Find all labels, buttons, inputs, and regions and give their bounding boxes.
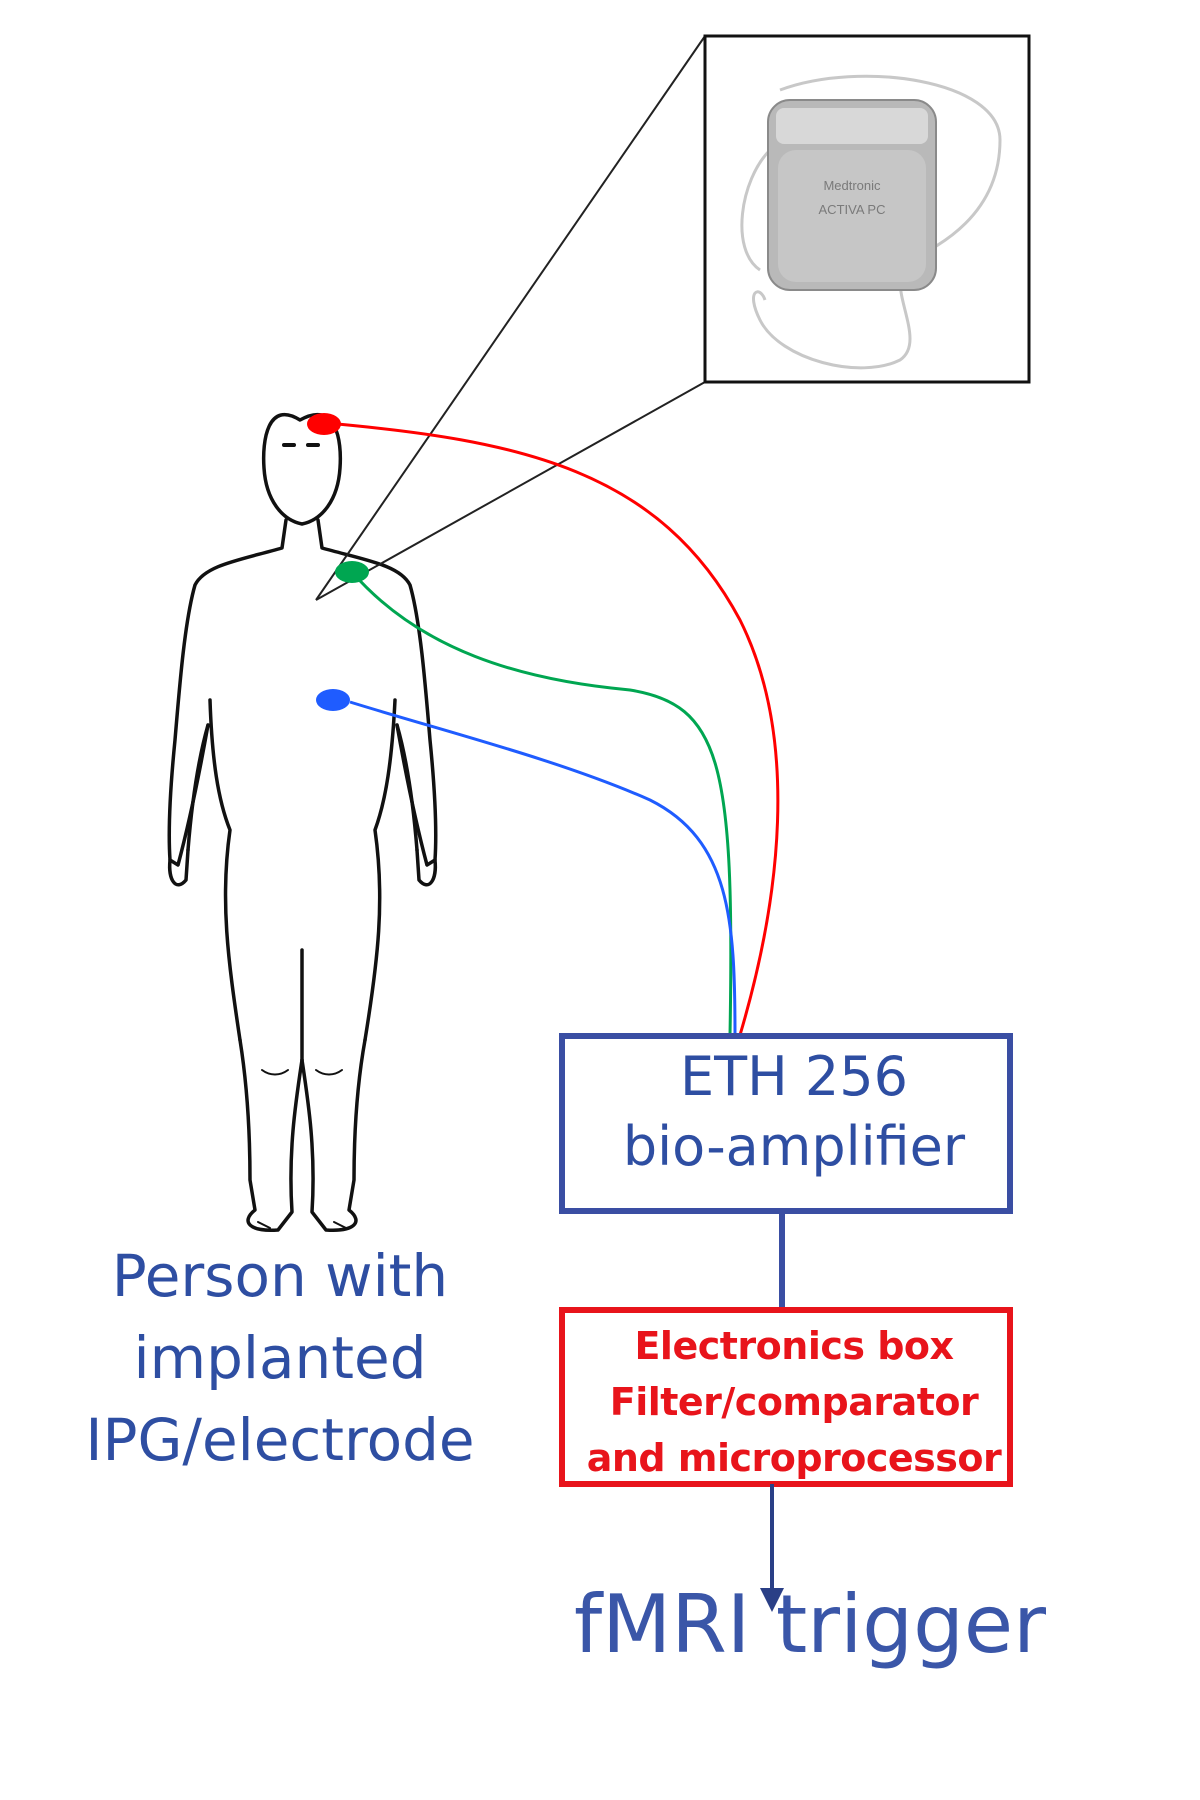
abdomen-wire	[349, 700, 737, 1036]
person-caption-line: IPG/electrode	[85, 1406, 475, 1474]
head-wire	[325, 421, 780, 1036]
amplifier-label-line: ETH 256	[680, 1045, 908, 1108]
fmri-trigger-label: fMRI trigger	[574, 1578, 1046, 1671]
person-caption-line: implanted	[133, 1324, 427, 1392]
chest-electrode	[335, 561, 369, 583]
electronics-box-label-line: Electronics box	[634, 1324, 954, 1368]
ipg-inset: Medtronic ACTIVA PC	[703, 34, 1031, 384]
abdomen-electrode	[316, 689, 350, 711]
person-caption: Person with implanted IPG/electrode	[40, 1235, 520, 1481]
electrode-wires	[325, 421, 780, 1036]
electronics-box-label-line: and microprocessor	[586, 1436, 1002, 1480]
trigger-arrow	[760, 1484, 784, 1612]
device-model-text: ACTIVA PC	[819, 202, 886, 217]
zoom-lines	[315, 35, 706, 601]
electronics-box	[559, 1307, 1013, 1487]
device-brand-text: Medtronic	[823, 178, 881, 193]
person-figure	[167, 412, 438, 1232]
electronics-box-label: Electronics box Filter/comparator and mi…	[564, 1318, 1024, 1486]
electrodes	[307, 413, 369, 711]
amplifier-box	[559, 1033, 1013, 1214]
electronics-box-label-line: Filter/comparator	[609, 1380, 979, 1424]
head-electrode	[307, 413, 341, 435]
chest-wire	[350, 571, 733, 1036]
person-caption-line: Person with	[111, 1242, 449, 1310]
amplifier-label-line: bio-amplifier	[622, 1115, 966, 1178]
amplifier-label: ETH 256 bio-amplifier	[566, 1042, 1022, 1182]
